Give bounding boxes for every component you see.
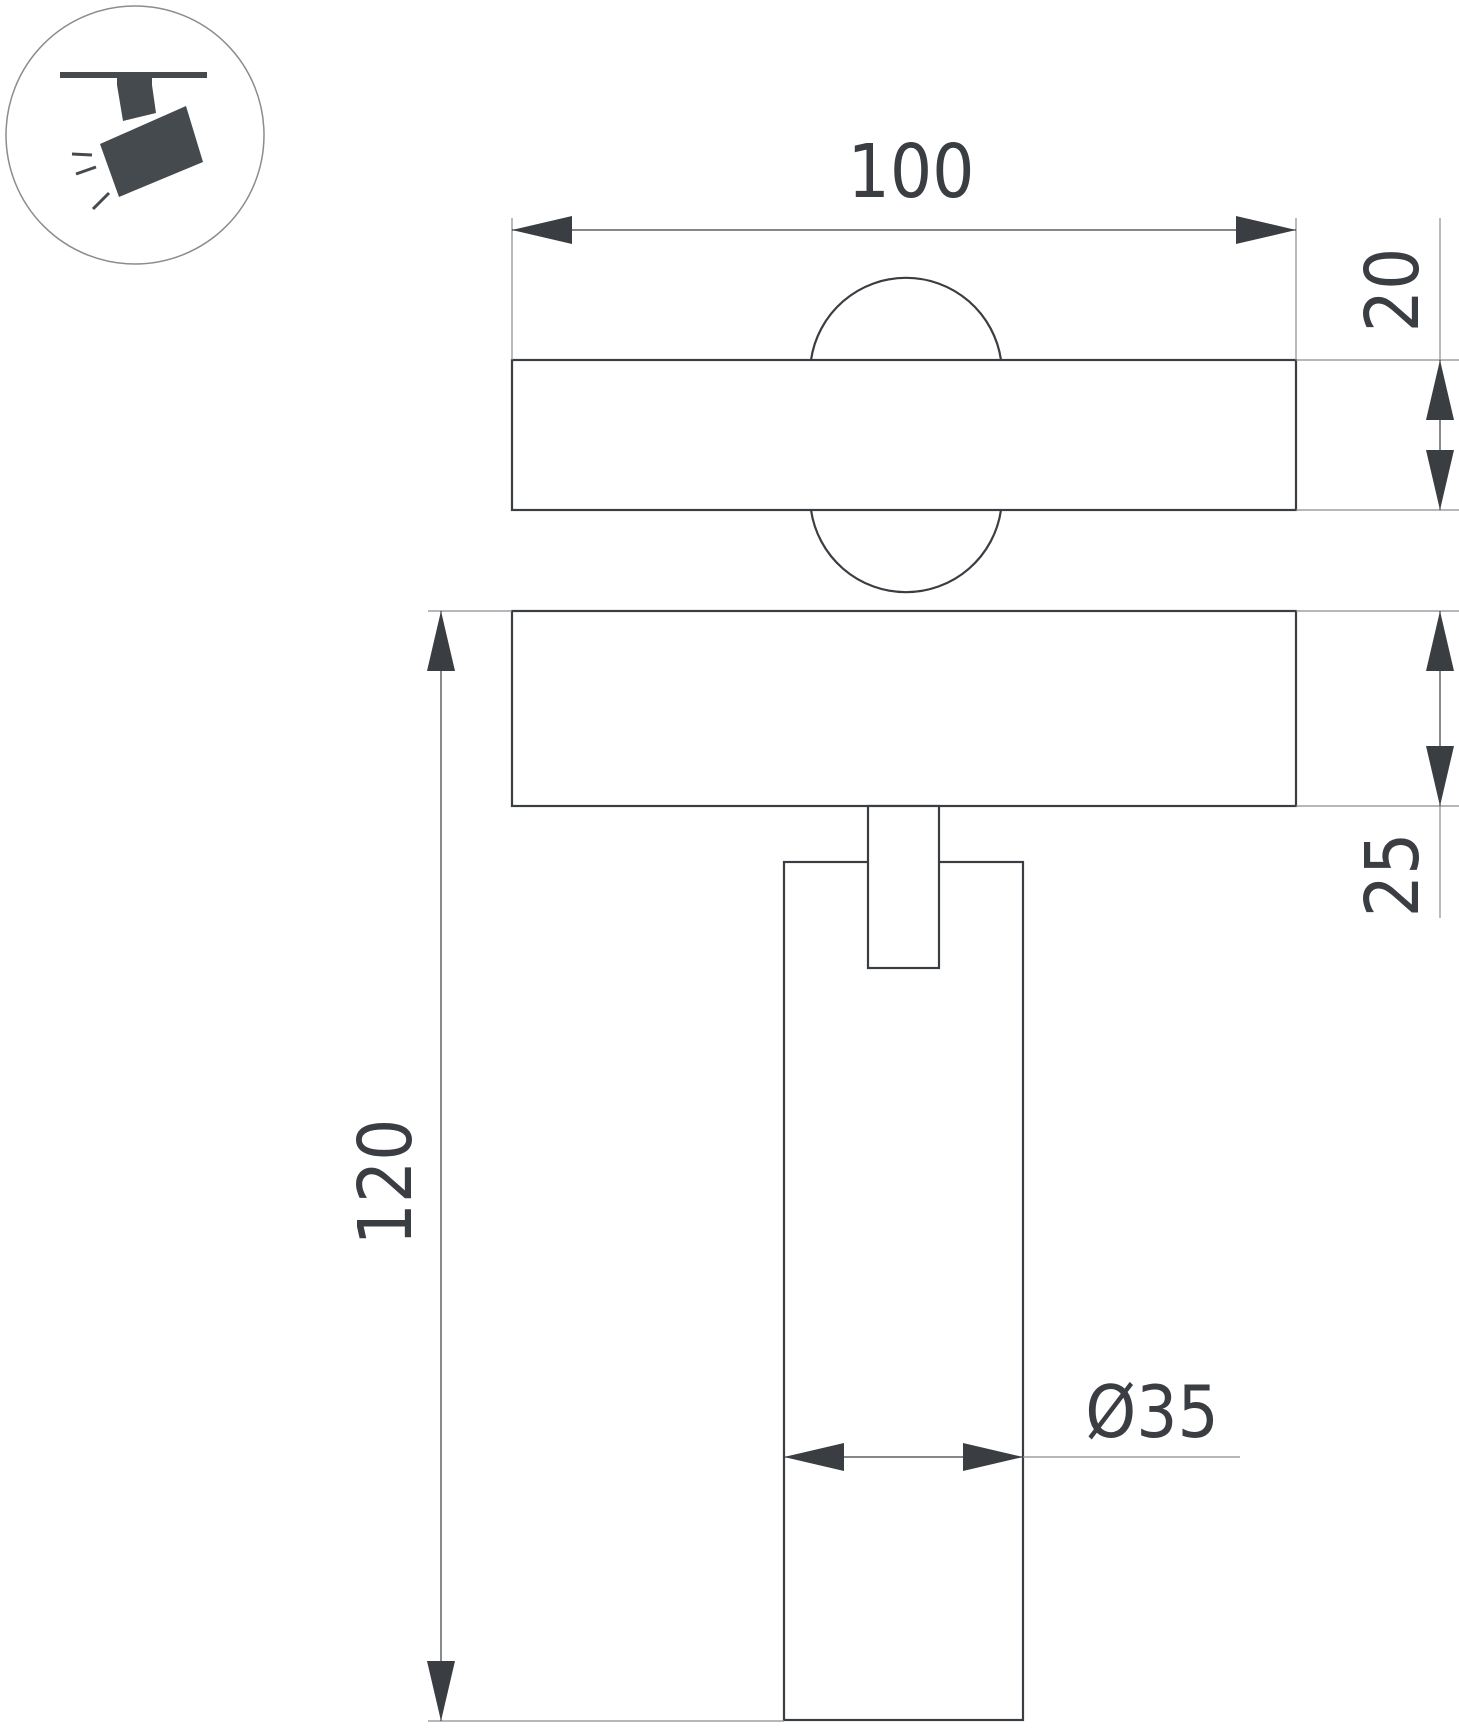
diameter-arrow-right	[963, 1443, 1023, 1471]
width-dimension-label: 100	[847, 129, 974, 215]
top-height-dimension-label: 20	[1350, 248, 1436, 333]
lamp-stem	[866, 804, 941, 970]
top-height-arrow-down	[1426, 450, 1454, 510]
lamp-cylinder	[782, 860, 1025, 1722]
total-height-arrow-up	[427, 611, 455, 671]
product-type-icon	[5, 5, 265, 265]
diameter-arrow-left	[784, 1443, 844, 1471]
total-height-arrow-down	[427, 1661, 455, 1721]
side-height-arrow-up	[1426, 611, 1454, 671]
pivot-top-half-circle	[809, 276, 1003, 361]
icon-badge-circle	[5, 5, 265, 265]
pivot-bottom-half-circle	[809, 509, 1003, 594]
top-view	[510, 276, 1298, 594]
side-view-base-body	[510, 609, 1298, 808]
diameter-dimension-label: Ø35	[1085, 1370, 1218, 1454]
width-arrow-left	[512, 216, 572, 244]
side-view	[510, 609, 1298, 1722]
side-height-arrow-down	[1426, 746, 1454, 806]
extension-lines	[428, 218, 1459, 1722]
width-arrow-right	[1236, 216, 1296, 244]
top-height-arrow-up	[1426, 360, 1454, 420]
top-view-base-body	[510, 358, 1298, 512]
arrowheads	[427, 216, 1454, 1721]
side-height-dimension-label: 25	[1350, 833, 1436, 918]
total-height-dimension-label: 120	[343, 1118, 429, 1245]
track-spotlight-icon	[60, 72, 207, 211]
